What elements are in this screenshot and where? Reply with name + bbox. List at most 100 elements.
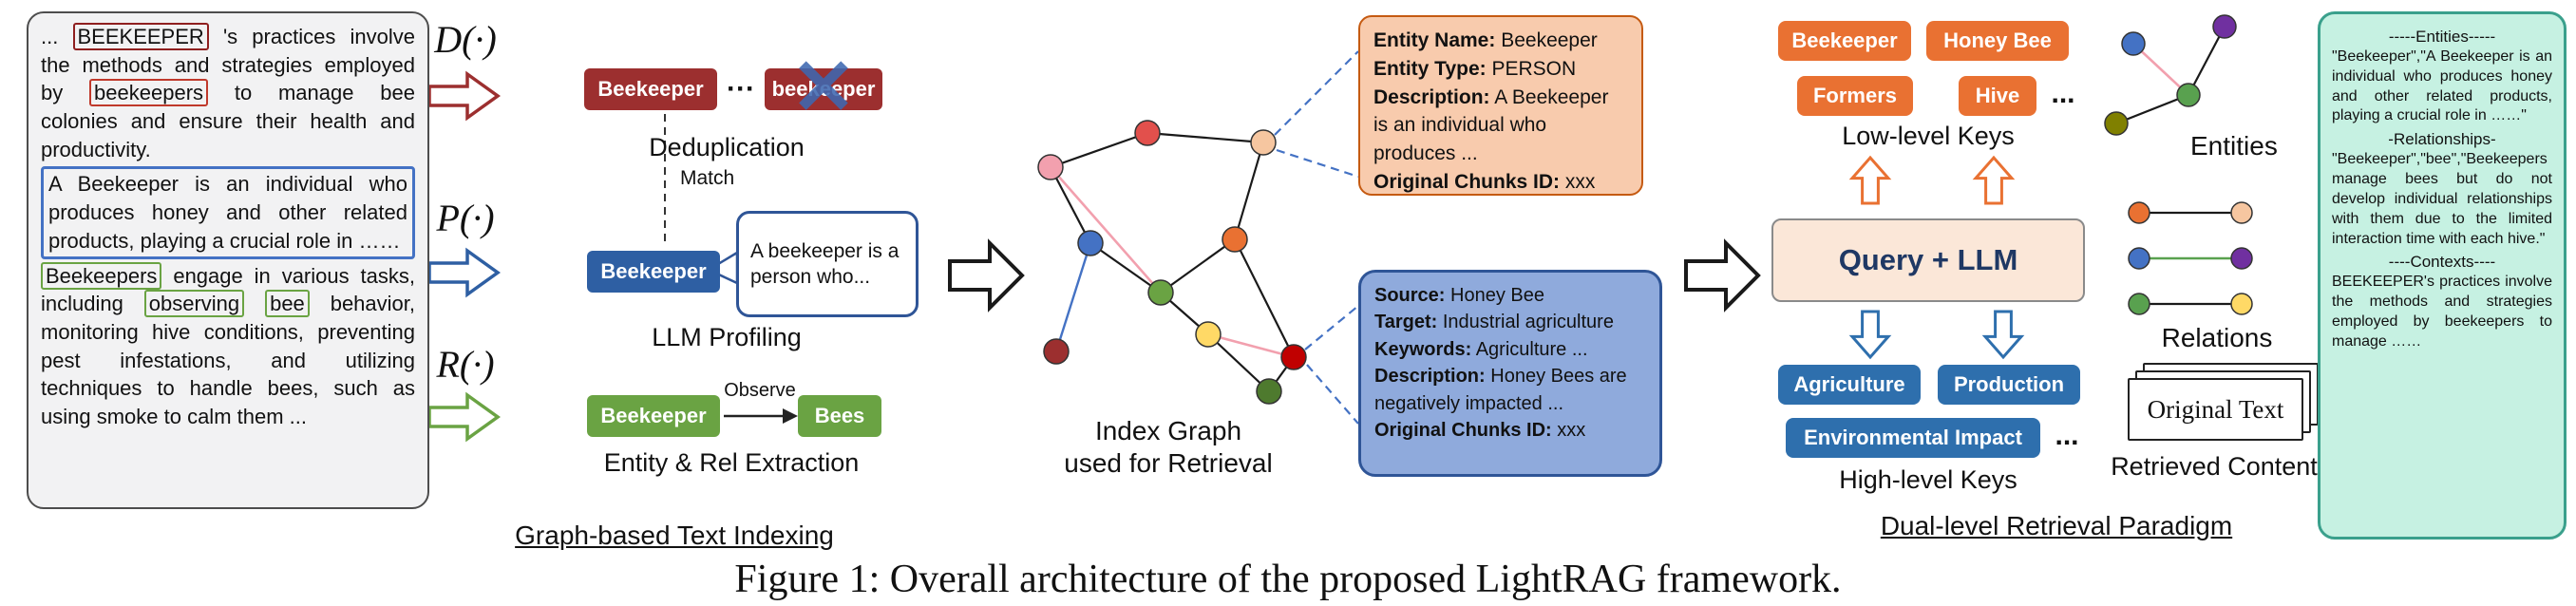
graph-node — [1077, 230, 1104, 256]
graph-edge — [1050, 166, 1091, 244]
graph-node — [2230, 201, 2253, 224]
dedup-entity-box-1: Beekeeper — [584, 68, 717, 110]
low-level-key: Honey Bee — [1926, 21, 2069, 61]
match-label: Match — [676, 167, 739, 190]
relation-source-field: Source: Honey Bee — [1374, 282, 1646, 309]
entities-header: -----Entities----- — [2388, 28, 2496, 46]
high-key-down-arrow-icon — [1848, 310, 2025, 360]
field-key: Original Chunks ID: — [1374, 419, 1552, 441]
profiling-operator-symbol: P(·) — [436, 197, 495, 239]
entity-name-field: Entity Name: Beekeeper — [1373, 27, 1628, 55]
source-text-panel: ... BEEKEEPER 's practices involve the m… — [27, 11, 429, 509]
highlight-bee: bee — [265, 290, 310, 318]
graph-card-connectors — [1274, 50, 1359, 425]
field-value: Industrial agriculture — [1442, 312, 1614, 333]
dashed-connector — [1274, 50, 1359, 136]
index-graph-label-line1: Index Graph — [1094, 416, 1242, 445]
dashed-connector — [1276, 148, 1359, 179]
field-value: PERSON — [1491, 57, 1577, 80]
graph-node — [2121, 31, 2146, 56]
graph-node — [2128, 201, 2150, 224]
profiling-arrow-icon — [427, 247, 501, 298]
retrieved-content-label: Retrieved Content — [2111, 452, 2318, 481]
graph-node — [2176, 83, 2201, 107]
relationships-header: -Relationships- — [2388, 130, 2496, 149]
graph-node — [1250, 129, 1277, 156]
cross-out-icon: ✕ — [790, 45, 857, 131]
entities-text: "Beekeeper","A Beekeeper is an individua… — [2332, 48, 2552, 124]
relation-target-field: Target: Industrial agriculture — [1374, 309, 1646, 335]
source-text: to manage bee colonies and ensure their … — [41, 81, 415, 161]
field-key: Target: — [1374, 312, 1438, 333]
profile-speech-bubble: A beekeeper is a person who... — [736, 211, 919, 317]
graph-node — [1195, 321, 1222, 348]
source-text: ... — [41, 25, 73, 48]
observe-arrow-icon — [724, 408, 798, 424]
entity-rel-extraction-label: Entity & Rel Extraction — [603, 448, 860, 477]
profiling-entity-box: Beekeeper — [587, 251, 720, 293]
source-text — [244, 292, 265, 315]
flow-arrow-icon — [1684, 238, 1761, 312]
graph-node — [2230, 247, 2253, 270]
extraction-entity-box-2: Bees — [798, 395, 881, 437]
index-graph-label-line2: used for Retrieval — [1064, 448, 1273, 478]
dedup-operator-symbol: D(·) — [434, 18, 497, 61]
field-value: Honey Bees are negatively impacted ... — [1374, 366, 1627, 414]
relation-description-field: Description: Honey Bees are negatively i… — [1374, 363, 1646, 417]
flow-arrow-icon — [948, 238, 1025, 312]
contexts-text: BEEKEEPER's practices involve the method… — [2332, 274, 2552, 350]
high-level-key: Agriculture — [1778, 365, 1921, 405]
relations-label: Relations — [2161, 323, 2273, 352]
entity-chunks-field: Original Chunks ID: xxx — [1373, 168, 1628, 197]
field-key: Source: — [1374, 285, 1446, 306]
figure-caption: Figure 1: Overall architecture of the pr… — [734, 558, 1842, 601]
graph-node — [2212, 14, 2237, 39]
highlight-entity-description: A Beekeeper is an individual who produce… — [41, 166, 415, 259]
high-level-key: Environmental Impact — [1786, 418, 2040, 458]
graph-node — [1043, 338, 1070, 365]
graph-node — [2104, 111, 2129, 136]
dual-level-retrieval-label: Dual-level Retrieval Paradigm — [1880, 511, 2233, 540]
source-text: engage in various tasks, including — [41, 263, 415, 316]
graph-edge — [1089, 242, 1162, 294]
ellipsis: ··· — [727, 73, 755, 104]
contexts-header: ----Contexts---- — [2388, 253, 2496, 272]
field-value: Beekeeper — [1501, 29, 1598, 51]
llm-profiling-label: LLM Profiling — [652, 323, 802, 351]
high-level-keys-label: High-level Keys — [1839, 465, 2017, 494]
graph-edge — [1146, 131, 1264, 144]
highlight-observing: observing — [143, 290, 245, 318]
graph-node — [1147, 279, 1174, 306]
dedup-arrow-icon — [427, 70, 501, 122]
entities-mini-graph — [2104, 14, 2237, 136]
field-value: xxx — [1564, 171, 1596, 194]
low-key-up-arrow-icon — [1848, 155, 2016, 205]
relation-card: Source: Honey Bee Target: Industrial agr… — [1358, 270, 1662, 477]
ellipsis: ... — [2055, 420, 2079, 451]
low-level-key: Beekeeper — [1778, 21, 1911, 61]
field-key: Description: — [1374, 366, 1486, 388]
relationships-text: "Beekeeper","bee","Beekeepers manage bee… — [2332, 151, 2552, 247]
query-llm-box: Query + LLM — [1771, 218, 2085, 302]
retrieval-results-panel: -----Entities----- "Beekeeper","A Beekee… — [2318, 11, 2567, 540]
entity-type-field: Entity Type: PERSON — [1373, 55, 1628, 84]
graph-node — [1280, 344, 1307, 370]
graph-node — [1037, 154, 1064, 180]
graph-edges — [1050, 131, 1295, 392]
relation-pair — [2128, 247, 2253, 270]
extraction-arrow-icon — [427, 391, 501, 443]
graph-based-text-indexing-label: Graph-based Text Indexing — [515, 521, 834, 550]
field-key: Description: — [1373, 85, 1490, 108]
graph-edge — [2132, 43, 2189, 96]
field-value: Honey Bee — [1450, 285, 1544, 306]
graph-edge — [1050, 166, 1162, 294]
graph-node — [1256, 378, 1282, 405]
field-key: Original Chunks ID: — [1373, 171, 1561, 194]
relation-pair — [2128, 293, 2253, 315]
field-value: xxx — [1557, 419, 1586, 441]
field-value: A Beekeeper is an individual who produce… — [1373, 85, 1609, 165]
extraction-operator-symbol: R(·) — [436, 343, 495, 386]
graph-edge — [1054, 242, 1092, 352]
relation-chunks-field: Original Chunks ID: xxx — [1374, 417, 1646, 444]
